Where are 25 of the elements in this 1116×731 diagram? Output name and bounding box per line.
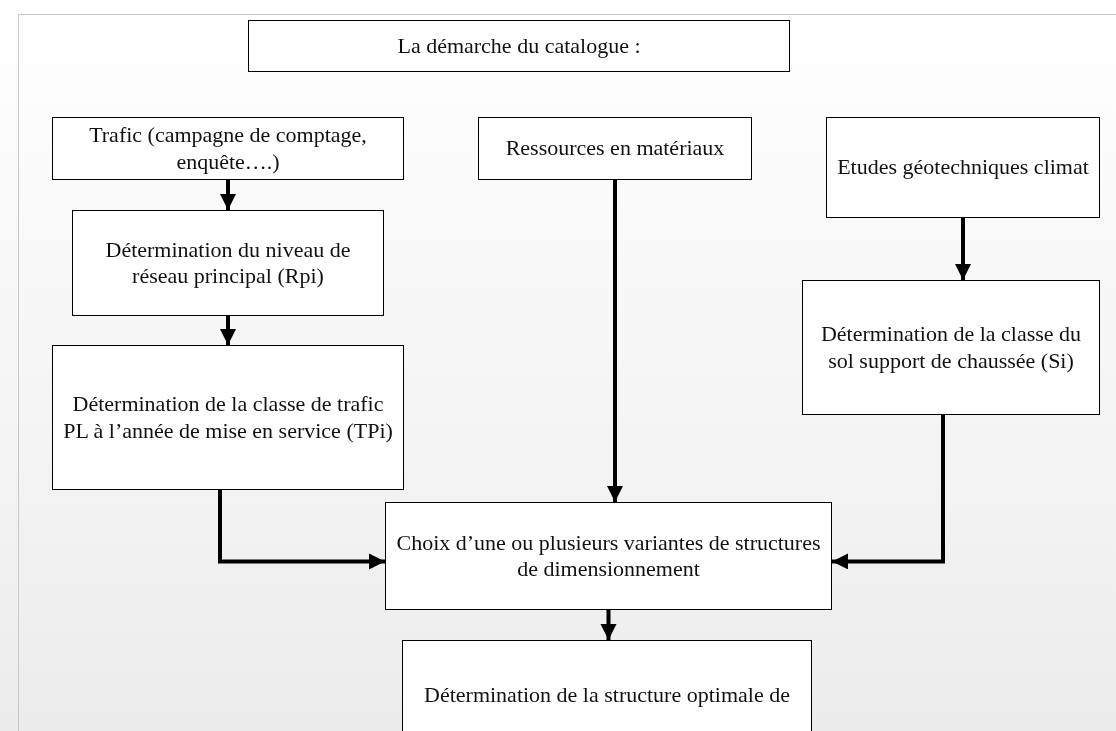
arrow	[607, 180, 623, 502]
arrow	[832, 415, 945, 570]
arrow	[220, 180, 236, 210]
process-box	[52, 345, 404, 490]
process-box	[248, 20, 790, 72]
arrow	[220, 316, 236, 345]
process-box	[826, 117, 1100, 218]
arrow	[600, 610, 617, 640]
process-box	[72, 210, 384, 316]
box-text: Choix d’une ou plusieurs variantes de structures de dimensionnement	[395, 529, 822, 583]
box-text: La démarche du catalogue :	[397, 32, 641, 60]
box-text: Trafic (campagne de comptage, enquête….)	[88, 122, 368, 175]
box-text: Détermination de la classe du sol support de chaussée (Si)	[819, 321, 1083, 374]
process-box	[802, 280, 1100, 415]
arrow	[955, 218, 971, 280]
box-text: Détermination de la classe de trafic PL à l’année de mise en service (TPi)	[62, 391, 394, 444]
process-box	[402, 640, 812, 731]
box-text: Etudes géotechniques climat	[837, 154, 1089, 181]
box-text: Détermination du niveau de réseau principal (Rpi)	[104, 236, 352, 290]
box-text: Détermination de la structure optimale de	[424, 681, 790, 709]
process-box	[385, 502, 832, 610]
process-box	[478, 117, 752, 180]
box-text: Ressources en matériaux	[505, 135, 725, 162]
process-box	[52, 117, 404, 180]
arrow	[218, 490, 385, 570]
